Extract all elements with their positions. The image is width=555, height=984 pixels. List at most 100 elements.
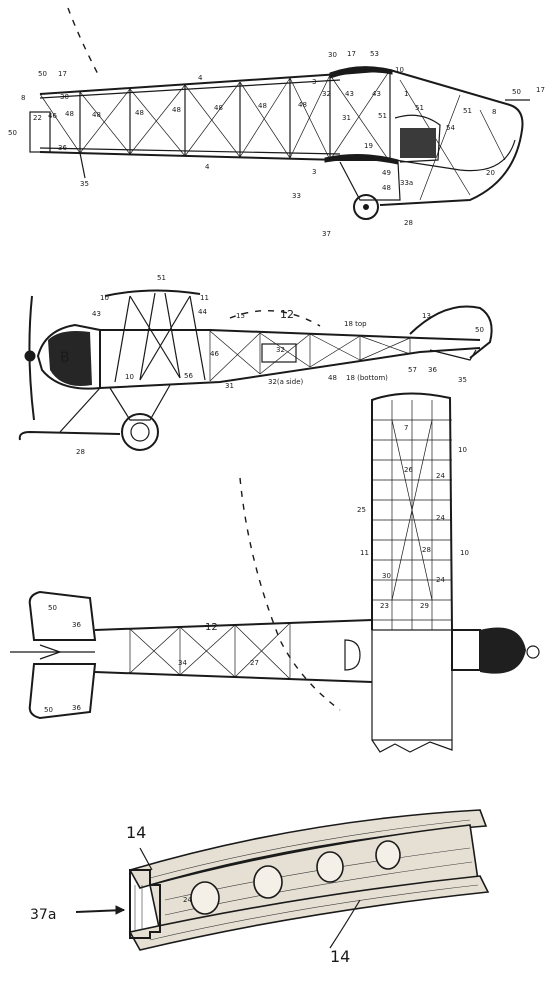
- upper-wing-section: [329, 66, 393, 79]
- profile-bracing: [209, 330, 411, 382]
- label: 24: [436, 472, 445, 480]
- label: 50: [48, 604, 57, 612]
- label: 30: [60, 93, 69, 101]
- label: 11: [200, 294, 209, 302]
- label: 23: [380, 602, 389, 610]
- spar-bottom-flange: [128, 875, 490, 951]
- label: 48: [65, 110, 74, 118]
- arrow-37a: [115, 905, 126, 915]
- label: 50: [8, 129, 17, 137]
- label: 43: [372, 90, 381, 98]
- label: 31: [225, 382, 234, 390]
- spar-hole: [316, 851, 344, 883]
- label: 10: [458, 446, 467, 454]
- label: 37: [322, 230, 331, 238]
- tank-shading: [400, 128, 436, 158]
- label: 33a: [400, 179, 413, 187]
- label: 30: [328, 51, 337, 59]
- rudder: [409, 305, 493, 359]
- label: 13: [422, 312, 431, 320]
- spar-hole: [253, 865, 283, 899]
- airplane-plan-view: 12 50 36 36 50 34 27 10 10 25 11 28 30 2…: [10, 392, 540, 753]
- label: 36: [72, 621, 81, 629]
- leader-14-bottom: [329, 899, 361, 949]
- label: 43: [345, 90, 354, 98]
- label: 48: [135, 109, 144, 117]
- plan-engine-mount: [451, 629, 481, 671]
- cowling-emblem-text: B: [60, 350, 70, 366]
- label: 10: [395, 66, 404, 74]
- skid-strut: [59, 387, 101, 433]
- label: 54: [446, 124, 455, 132]
- label: 26: [404, 466, 413, 474]
- label: 33: [292, 192, 301, 200]
- label: 12: [280, 308, 294, 321]
- label: 48: [214, 104, 223, 112]
- label: 24: [436, 514, 445, 522]
- label: 22: [33, 114, 42, 122]
- label: 3: [312, 78, 316, 86]
- label: 17: [347, 50, 356, 58]
- spar-label-hole: 24: [183, 896, 192, 904]
- label: 36: [58, 144, 67, 152]
- plan-boom-bracing: [129, 622, 291, 680]
- profile-top-line: [100, 329, 481, 341]
- plan-center-section: [371, 629, 453, 741]
- tail-lower-sweep: [394, 139, 516, 172]
- label: 50: [475, 326, 484, 334]
- label: 48: [382, 184, 391, 192]
- spar-end-face: [129, 869, 161, 939]
- plan-cockpit: [344, 639, 361, 671]
- label: 32(a side): [268, 378, 303, 386]
- nose-skid-strut: [79, 152, 86, 179]
- lower-wing-section: [324, 153, 399, 165]
- label: 53: [370, 50, 379, 58]
- label: 35: [458, 376, 467, 384]
- profile-dash-arc: [229, 309, 321, 327]
- label: 4: [205, 163, 210, 171]
- gear-struts: [339, 161, 401, 201]
- label: 15: [236, 312, 245, 320]
- label: 25: [357, 506, 366, 514]
- label: 50: [512, 88, 521, 96]
- label: 48: [298, 101, 307, 109]
- label: 51: [463, 107, 472, 115]
- spar-label-top: 14: [126, 823, 146, 842]
- label: 48: [92, 111, 101, 119]
- label: 48: [258, 102, 267, 110]
- profile-wheel: [121, 413, 159, 451]
- upper-wing: [104, 289, 201, 297]
- label: 27: [250, 659, 259, 667]
- wing-struts: [114, 292, 206, 383]
- side-wheel-hub: [363, 204, 369, 210]
- plan-boom-bottom: [94, 671, 373, 683]
- label: 32: [322, 90, 331, 98]
- label: 19: [364, 142, 373, 150]
- tailplane: [429, 349, 477, 361]
- frame-posts: [79, 70, 391, 162]
- label: 50: [44, 706, 53, 714]
- spar-label-side: 37a: [30, 907, 56, 923]
- plan-engine: [480, 627, 526, 674]
- label: 51: [415, 104, 424, 112]
- profile-bottom-line: [99, 347, 481, 389]
- propeller-arc: [67, 7, 101, 79]
- spar-detail-view: 14 14 37a 24: [30, 809, 490, 966]
- tail-upper-sweep: [379, 69, 524, 206]
- label: 35: [80, 180, 89, 188]
- cowling-shade: [48, 331, 92, 386]
- label: 32: [276, 346, 285, 354]
- label: 34: [178, 659, 187, 667]
- label: 10: [460, 549, 469, 557]
- wing-ribs: [372, 400, 452, 630]
- label: 46: [210, 350, 219, 358]
- spar-hole: [375, 840, 401, 870]
- label: 51: [157, 274, 166, 282]
- label: 11: [360, 549, 369, 557]
- profile-wheel-rim: [130, 422, 150, 442]
- label: 28: [404, 219, 413, 227]
- label: 48: [328, 374, 337, 382]
- plan-propeller-hub: [526, 645, 540, 659]
- plan-tail-lower: [28, 663, 97, 720]
- label: 10: [100, 294, 109, 302]
